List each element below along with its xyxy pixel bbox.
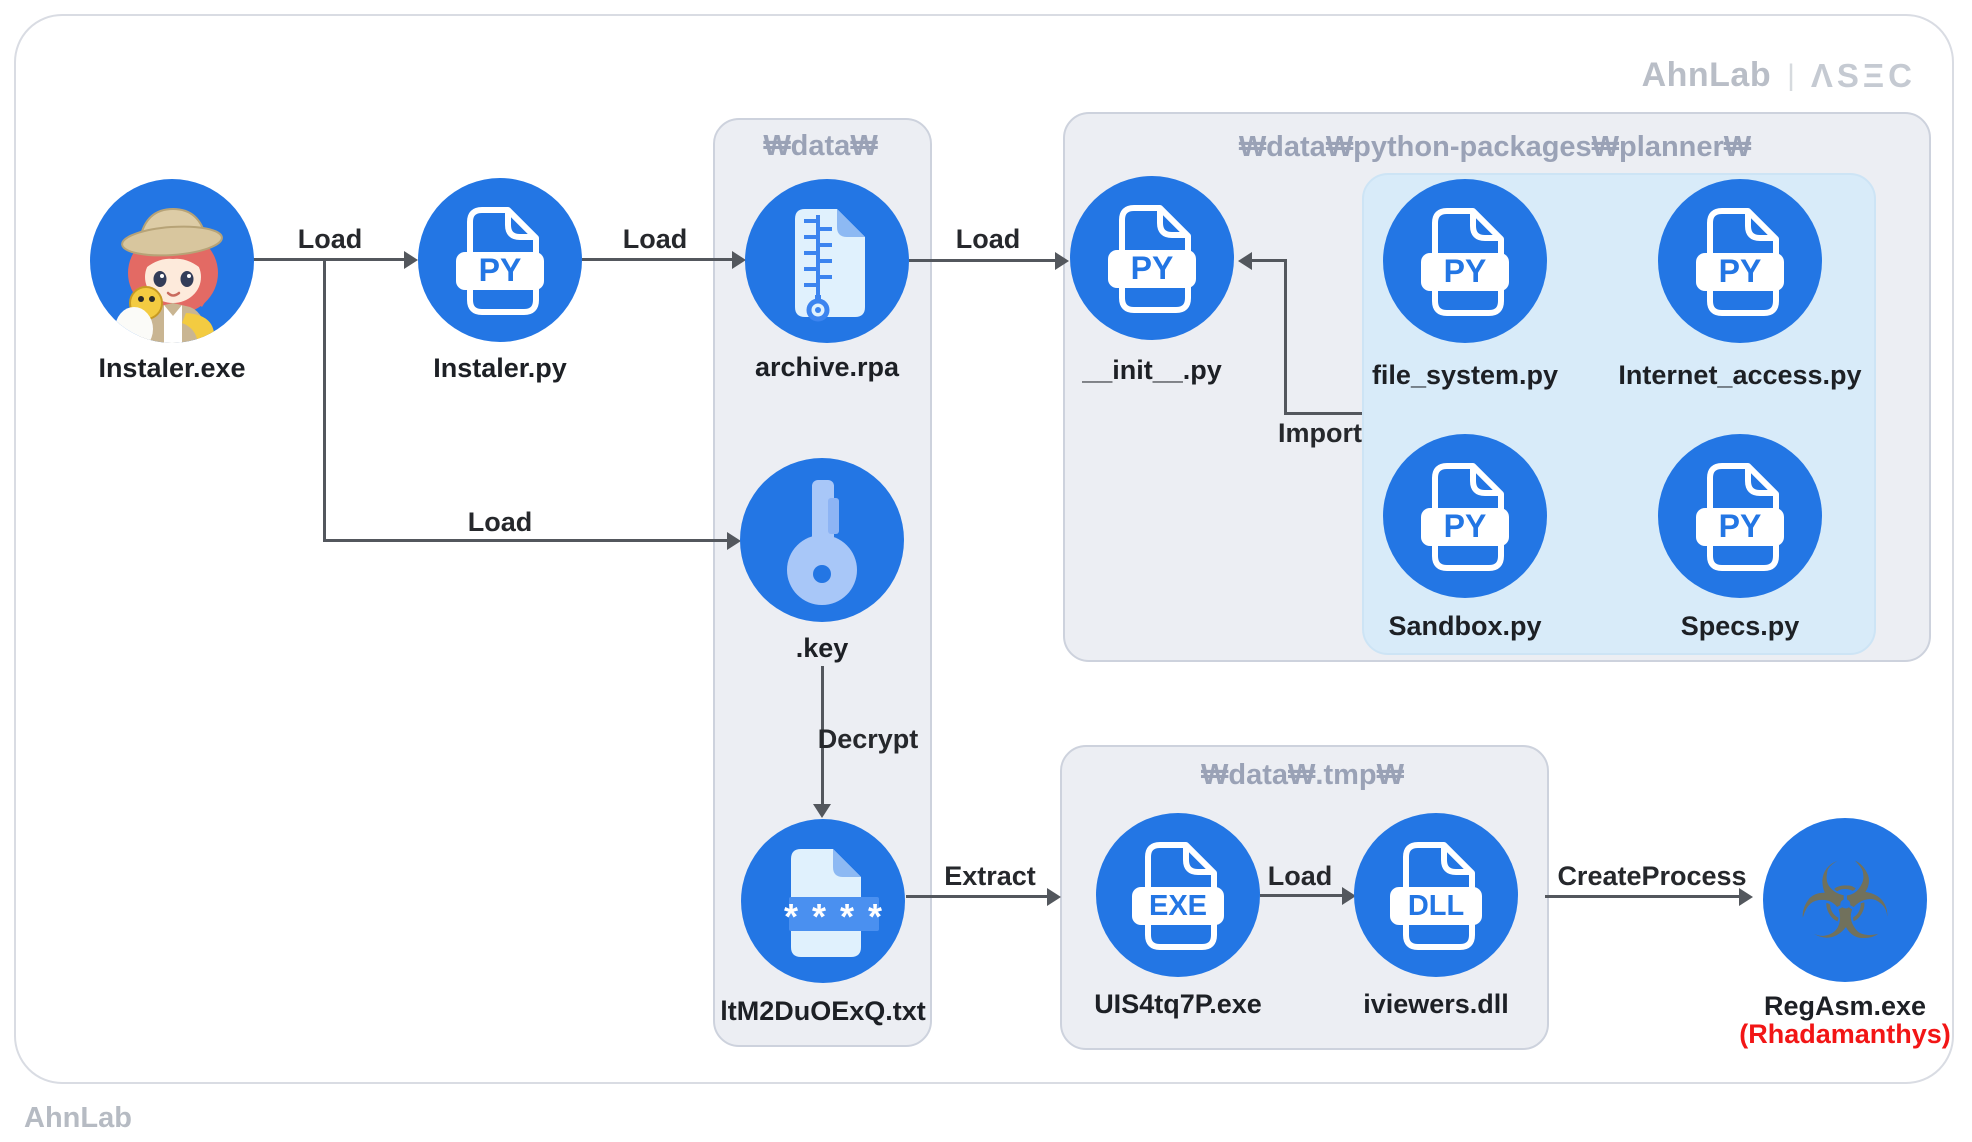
node-instaler-exe [90,179,254,343]
edge-import-hline-bottom [1284,412,1362,415]
py-file-icon: PY [1421,463,1509,571]
edge-load3-line [909,259,1055,262]
node-key [740,458,904,622]
edge-load5-line [1260,894,1342,897]
svg-text:PY: PY [1444,508,1487,544]
password-file-icon: * * * * [784,849,884,957]
svg-text:PY: PY [1131,250,1174,286]
node-uis4tq7p-exe: EXE [1096,813,1260,977]
edge-load2-label: Load [622,224,688,254]
edge-load1-arrowhead [404,251,418,269]
edge-import-arrowhead [1238,252,1252,270]
node-instaler-py-label: Instaler.py [433,353,567,383]
edge-createprocess-arrowhead [1739,888,1753,906]
node-key-label: .key [795,633,849,663]
logo-separator: | [1787,58,1795,92]
zip-file-icon [795,209,865,322]
node-archive-rpa-label: archive.rpa [754,352,900,382]
node-internet-access-py: PY [1658,179,1822,343]
edge-load4-arrowhead [727,532,741,550]
anime-avatar-icon [115,207,223,343]
edge-load2-line [582,258,732,261]
py-file-icon: PY [1421,208,1509,316]
node-init-py: PY [1070,176,1234,340]
svg-text:PY: PY [1719,253,1762,289]
edge-extract-arrowhead [1047,888,1061,906]
node-regasm-exe-sublabel: (Rhadamanthys) [1739,1019,1951,1049]
svg-text:* * * *: * * * * [784,896,884,937]
edge-load4-label: Load [467,507,533,537]
node-file-system-py-label: file_system.py [1371,360,1559,390]
svg-text:☣: ☣ [1797,843,1892,961]
edge-load4-hline [323,539,727,542]
edge-load5-label: Load [1267,861,1333,891]
svg-text:DLL: DLL [1408,890,1464,922]
svg-text:PY: PY [1719,508,1762,544]
ahnlab-logo: AhnLab [1641,56,1772,94]
svg-text:PY: PY [1444,253,1487,289]
py-file-icon: PY [1108,205,1196,313]
edge-import-vline [1284,259,1287,415]
node-instaler-py: PY [418,178,582,342]
py-file-icon: PY [456,207,544,315]
node-internet-access-py-label: Internet_access.py [1618,360,1862,390]
brand-logo: AhnLab | ΛSΞC [1642,56,1916,95]
node-iviewers-dll-label: iviewers.dll [1363,989,1509,1019]
edge-load3-arrowhead [1055,252,1069,270]
node-sandbox-py: PY [1383,434,1547,598]
node-specs-py: PY [1658,434,1822,598]
node-sandbox-py-label: Sandbox.py [1388,611,1542,641]
dll-file-icon: DLL [1390,842,1482,950]
node-iviewers-dll: DLL [1354,813,1518,977]
asec-logo: ΛSΞC [1810,56,1916,94]
footer-ahnlab-logo: AhnLab [24,1102,132,1134]
node-init-py-label: __init__.py [1082,355,1222,385]
edge-extract-label: Extract [944,861,1036,891]
node-password-txt: * * * * [741,819,905,983]
py-file-icon: PY [1696,208,1784,316]
key-icon [787,480,857,605]
edge-load3-label: Load [955,224,1021,254]
node-regasm-exe: ☣ [1763,818,1927,982]
node-regasm-exe-label: RegAsm.exe [1763,991,1927,1021]
node-file-system-py: PY [1383,179,1547,343]
container-data-title: ₩data₩ [763,130,878,162]
edge-load4-vline [323,258,326,542]
svg-text:EXE: EXE [1149,890,1207,922]
py-file-icon: PY [1696,463,1784,571]
edge-load1-label: Load [297,224,363,254]
edge-decrypt-arrowhead [813,804,831,818]
edge-createprocess-label: CreateProcess [1557,861,1747,891]
node-uis4tq7p-exe-label: UIS4tq7P.exe [1094,989,1262,1019]
node-archive-rpa [745,179,909,343]
edge-extract-line [906,895,1047,898]
container-planner-title: ₩data₩python-packages₩planner₩ [1238,131,1752,163]
edge-load1-line [253,258,404,261]
edge-load5-arrowhead [1342,887,1356,905]
edge-decrypt-label: Decrypt [817,724,919,754]
edge-load2-arrowhead [732,251,746,269]
svg-text:PY: PY [479,252,522,288]
node-instaler-exe-label: Instaler.exe [98,353,246,383]
biohazard-icon: ☣ [1797,843,1892,961]
edge-import-label: Import [1278,418,1362,448]
node-specs-py-label: Specs.py [1680,611,1800,641]
container-tmp-title: ₩data₩.tmp₩ [1201,759,1404,791]
edge-createprocess-line [1545,895,1739,898]
edge-decrypt-line [821,666,824,804]
edge-import-hline-top [1250,259,1286,262]
node-password-txt-label: ltM2DuOExQ.txt [720,996,926,1026]
exe-file-icon: EXE [1132,842,1224,950]
